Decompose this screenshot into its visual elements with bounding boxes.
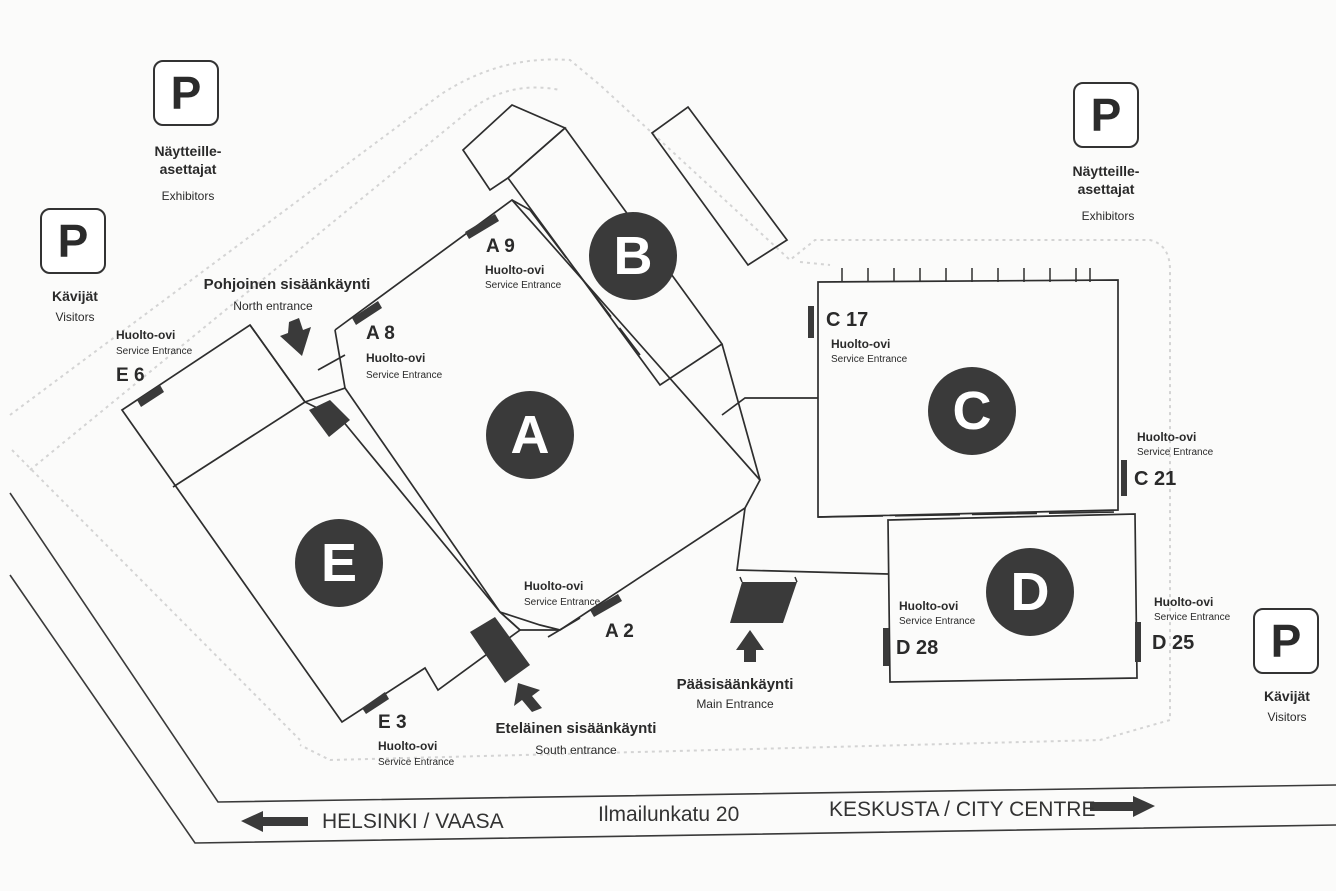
- door-mark-a8: [352, 301, 382, 325]
- hall-a-label: A: [510, 405, 550, 465]
- parking-visitors-se-en: Visitors: [1267, 710, 1307, 724]
- door-d28-fi: Huolto-ovi: [899, 599, 959, 613]
- hall-a-badge: A: [486, 391, 574, 479]
- hall-b-badge: B: [589, 212, 677, 300]
- parking-symbol: P: [1090, 89, 1122, 141]
- hall-e-badge: E: [295, 519, 383, 607]
- door-e6-label: E 6: [116, 365, 145, 386]
- parking-exhibitors-ne-fi: Näytteille- asettajat: [1072, 163, 1140, 198]
- main-entrance-block: [730, 582, 797, 623]
- hall-c-outline: [817, 279, 1119, 518]
- door-a8-label: A 8: [366, 323, 395, 344]
- north-arrow-icon: [280, 318, 311, 356]
- main-entrance-en: Main Entrance: [696, 697, 774, 711]
- door-e3-fi: Huolto-ovi: [378, 739, 438, 753]
- road-arrows: [241, 796, 1155, 832]
- parking-symbol: P: [1270, 615, 1302, 667]
- door-a2-en: Service Entrance: [524, 597, 601, 608]
- door-mark-a9: [465, 214, 499, 239]
- door-mark-a2: [590, 594, 622, 617]
- door-e6-en: Service Entrance: [116, 346, 193, 357]
- door-a9-fi: Huolto-ovi: [485, 263, 545, 277]
- hall-c-label: C: [952, 381, 992, 441]
- parking-visitors-se-fi: Kävijät: [1264, 688, 1310, 704]
- parking-symbol: P: [57, 215, 89, 267]
- door-d25-label: D 25: [1152, 632, 1195, 654]
- road-address-label: Ilmailunkatu 20: [598, 803, 740, 826]
- parking-exhibitors-ne-icon: P: [1073, 82, 1139, 148]
- arrow-right-icon: [1090, 796, 1155, 817]
- door-c21-label: C 21: [1134, 468, 1177, 490]
- road-ilmailunkatu: [9, 492, 1336, 844]
- main-entrance-fi: Pääsisäänkäynti: [676, 676, 794, 693]
- road-east-label: KESKUSTA / CITY CENTRE: [829, 798, 1096, 821]
- parking-visitors-w-en: Visitors: [55, 310, 95, 324]
- parking-symbol: P: [170, 67, 202, 119]
- parking-visitors-w-fi: Kävijät: [52, 288, 98, 304]
- door-a9-en: Service Entrance: [485, 280, 562, 291]
- door-mark-c17: [808, 306, 814, 338]
- hall-e-label: E: [320, 533, 358, 593]
- south-arrow-icon: [514, 683, 542, 712]
- door-mark-e3: [362, 692, 389, 714]
- door-e6-fi: Huolto-ovi: [116, 328, 176, 342]
- south-entrance-block: [470, 617, 530, 683]
- hall-c-badge: C: [928, 367, 1016, 455]
- door-a2-fi: Huolto-ovi: [524, 579, 584, 593]
- hall-c-roof-ticks: [841, 268, 1091, 282]
- door-e3-label: E 3: [378, 712, 407, 733]
- parking-exhibitors-nw-fi: Näytteille- asettajat: [154, 143, 222, 178]
- entrance-blocks: [309, 400, 797, 683]
- parking-exhibitors-ne-en: Exhibitors: [1081, 209, 1135, 223]
- parking-visitors-se-icon: P: [1253, 608, 1319, 674]
- door-c17-fi: Huolto-ovi: [831, 337, 891, 351]
- entrance-arrows: [280, 318, 764, 712]
- door-c17-label: C 17: [826, 309, 869, 331]
- perimeter-paths: [9, 58, 1171, 762]
- door-d28-label: D 28: [896, 637, 939, 659]
- door-c21-fi: Huolto-ovi: [1137, 430, 1197, 444]
- arrow-left-icon: [241, 811, 308, 832]
- road-west-label: HELSINKI / VAASA: [322, 810, 504, 833]
- door-a2-label: A 2: [605, 621, 634, 642]
- door-a9-label: A 9: [486, 236, 515, 257]
- north-entrance-fi: Pohjoinen sisäänkäynti: [203, 276, 371, 293]
- door-d25-en: Service Entrance: [1154, 612, 1231, 623]
- hall-d-outline: [887, 513, 1138, 683]
- parking-exhibitors-nw-icon: P: [153, 60, 219, 126]
- south-entrance-fi: Eteläinen sisäänkäynti: [495, 720, 657, 737]
- door-mark-c21: [1121, 460, 1127, 496]
- hall-d-label: D: [1010, 562, 1050, 622]
- door-a8-fi: Huolto-ovi: [366, 351, 426, 365]
- hall-d-badge: D: [986, 548, 1074, 636]
- door-c17-en: Service Entrance: [831, 354, 908, 365]
- north-entrance-block: [309, 400, 350, 437]
- door-d28-en: Service Entrance: [899, 616, 976, 627]
- north-entrance-en: North entrance: [233, 299, 313, 313]
- door-d25-fi: Huolto-ovi: [1154, 595, 1214, 609]
- main-arrow-icon: [736, 630, 764, 662]
- parking-exhibitors-nw-en: Exhibitors: [161, 189, 215, 203]
- south-entrance-en: South entrance: [535, 743, 617, 757]
- door-c21-en: Service Entrance: [1137, 447, 1214, 458]
- hall-b-label: B: [613, 226, 653, 286]
- outbuilding-outline: [650, 105, 789, 267]
- door-mark-d28: [883, 628, 889, 666]
- door-a8-en: Service Entrance: [366, 370, 443, 381]
- door-e3-en: Service Entrance: [378, 757, 455, 768]
- door-mark-d25: [1135, 622, 1141, 662]
- parking-visitors-w-icon: P: [40, 208, 106, 274]
- door-mark-e6: [137, 385, 164, 407]
- service-door-marks: [137, 214, 1141, 714]
